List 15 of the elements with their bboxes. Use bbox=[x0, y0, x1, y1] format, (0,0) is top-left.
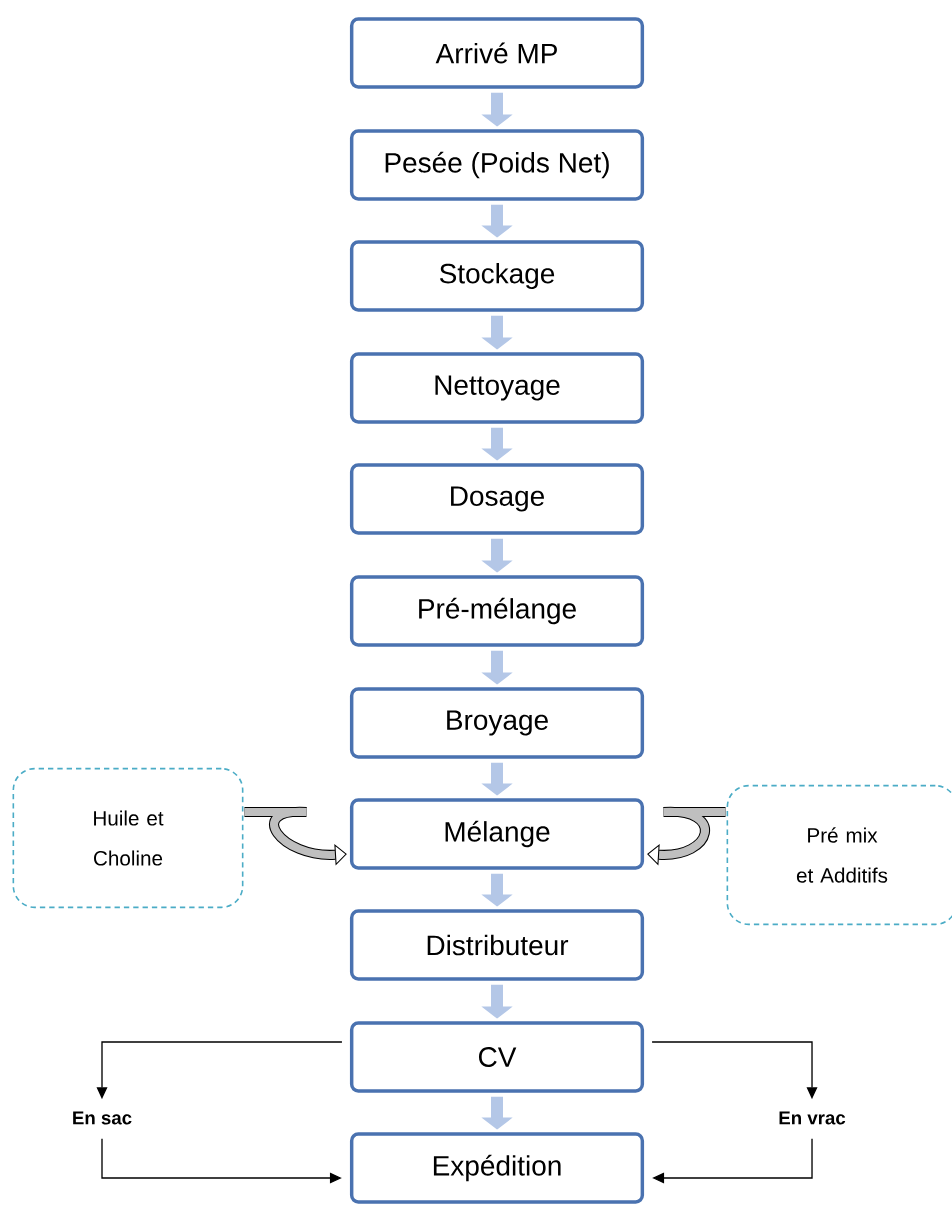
process-box: Arrivé MP bbox=[349, 17, 645, 89]
process-box: Distributeur bbox=[349, 909, 645, 981]
process-box: Mélange bbox=[349, 798, 645, 870]
process-box: Nettoyage bbox=[349, 352, 645, 424]
process-box: Broyage bbox=[349, 687, 645, 759]
process-box: Pesée (Poids Net) bbox=[349, 129, 645, 201]
branch-label: En sac bbox=[73, 1111, 132, 1125]
process-box: CV bbox=[349, 1021, 645, 1093]
process-box: Stockage bbox=[349, 240, 645, 312]
input-box: Pré mix et Additifs bbox=[726, 784, 952, 926]
input-box: Huile et Choline bbox=[12, 767, 244, 909]
process-box: Pré-mélange bbox=[349, 575, 645, 647]
process-box: Dosage bbox=[349, 463, 645, 535]
process-box: Expédition bbox=[349, 1132, 645, 1204]
branch-label: En vrac bbox=[779, 1111, 846, 1125]
